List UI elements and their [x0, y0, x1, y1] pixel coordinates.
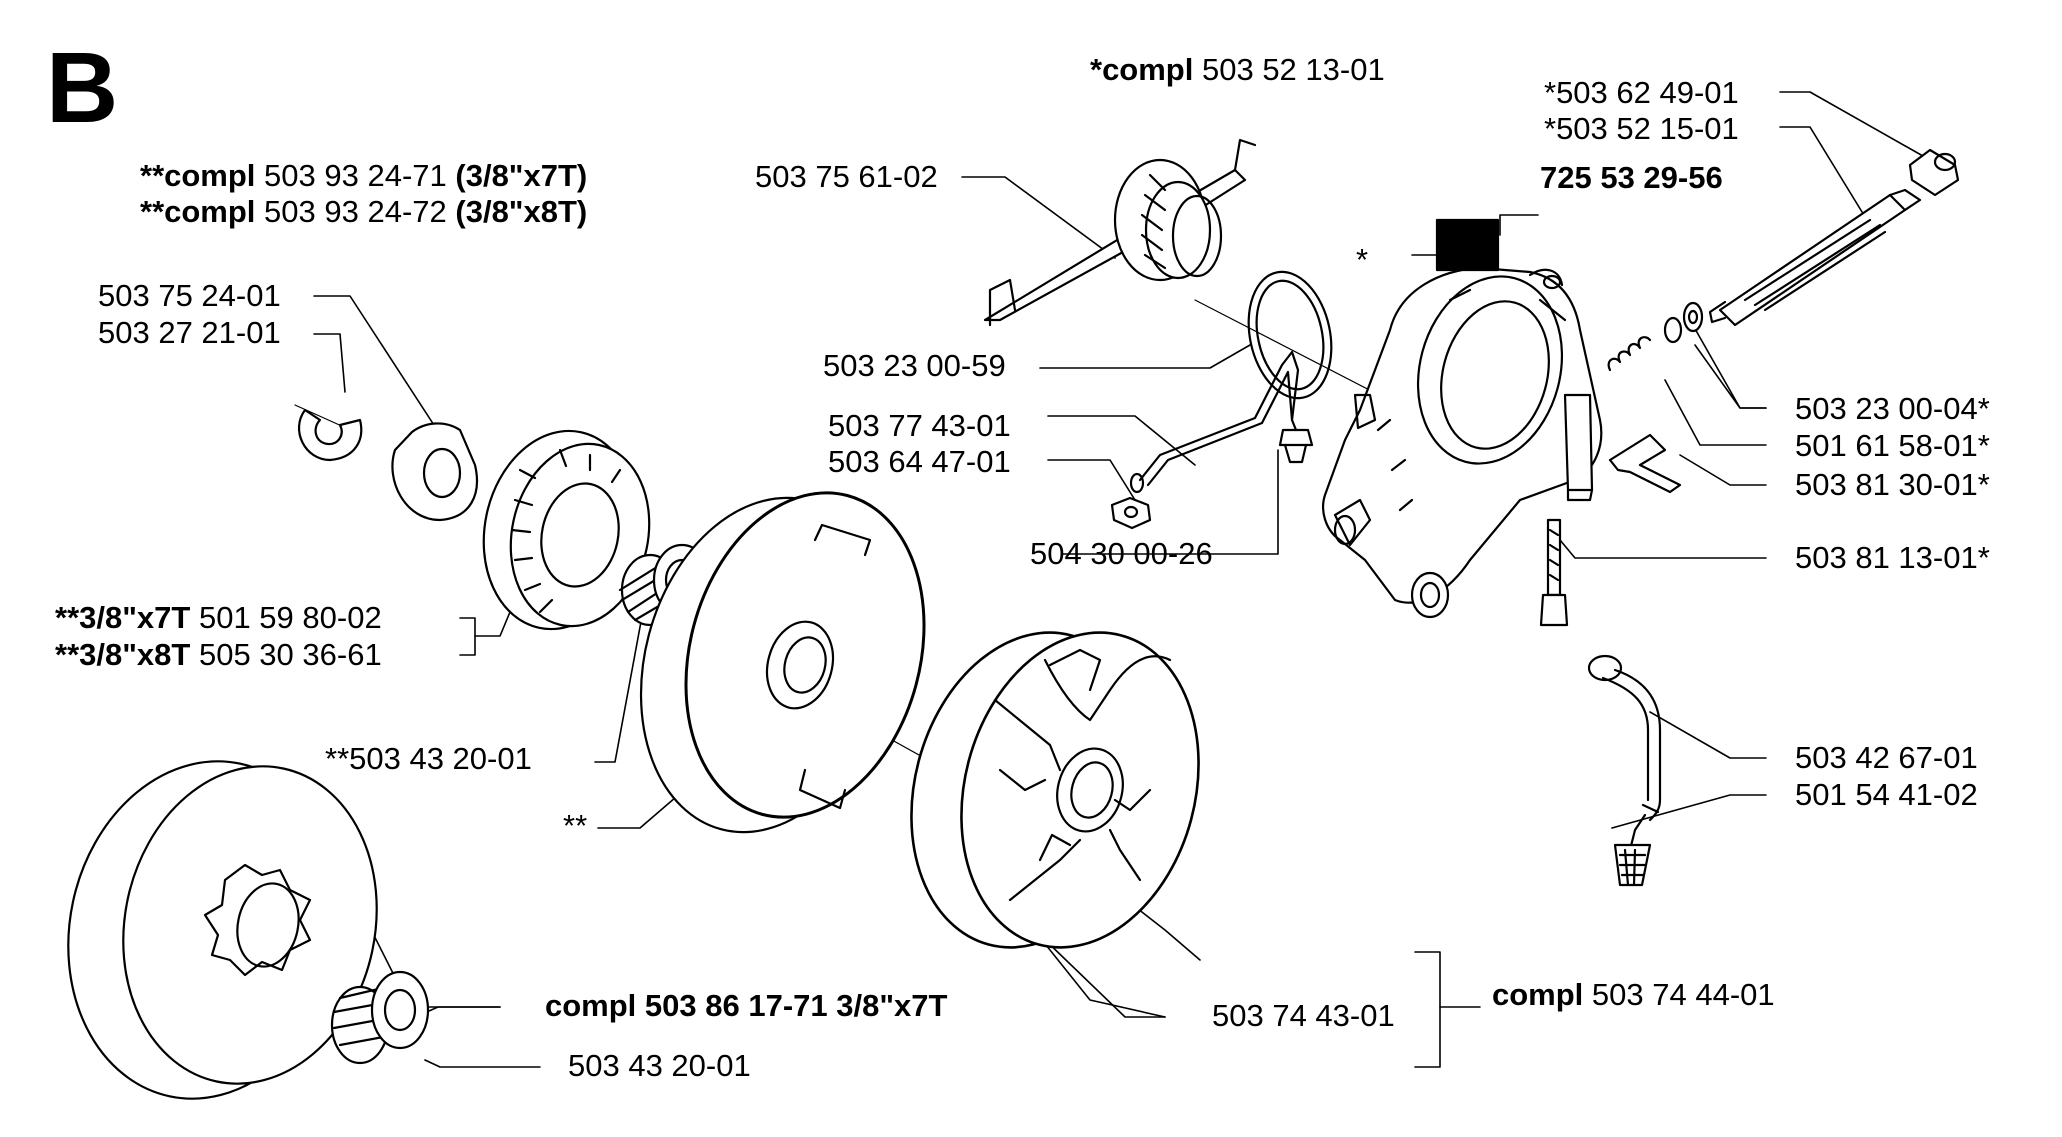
- kit-label-725-53-29-56: 725 53 29-56: [1540, 160, 1723, 195]
- flat-spring-part: [1608, 433, 1682, 494]
- part-label-503-75-61-02: 503 75 61-02: [755, 159, 938, 194]
- part-label-503-75-24-01: 503 75 24-01: [98, 278, 281, 313]
- part-label-bearing-double-star: **503 43 20-01: [325, 741, 532, 776]
- part-label-501-61-58-01: 501 61 58-01*: [1795, 428, 1990, 463]
- part-label-503-81-30-01: 503 81 30-01*: [1795, 467, 1990, 502]
- washer-part: [1663, 301, 1704, 344]
- pump-star: *: [1356, 242, 1369, 277]
- nut-part: [1110, 496, 1152, 530]
- oil-hose-part: [1587, 654, 1662, 852]
- adjusting-screw-part: [1539, 518, 1569, 627]
- drum-bearing-part: [330, 970, 430, 1065]
- spring-part: [1607, 336, 1652, 372]
- drum-double-star: **: [563, 808, 588, 843]
- bar-plate-part: [983, 138, 1257, 327]
- part-label-503-42-67-01: 503 42 67-01: [1795, 740, 1978, 775]
- section-letter: B: [46, 32, 119, 144]
- part-label-503-62-49-01: *503 62 49-01: [1544, 75, 1739, 110]
- lock-washer-part: [297, 408, 363, 462]
- part-label-503-52-15-01: *503 52 15-01: [1544, 111, 1739, 146]
- oil-filter-part: [1613, 843, 1652, 887]
- compl-clutch-label: compl 503 74 44-01: [1492, 977, 1775, 1012]
- compl-clutch-8t-label: **compl 503 93 24-72 (3/8"x8T): [140, 194, 588, 229]
- kit-marker-square: [1435, 218, 1500, 272]
- o-ring-part: [1247, 270, 1333, 400]
- part-label-501-54-41-02: 501 54 41-02: [1795, 777, 1978, 812]
- rim-7t-label: **3/8"x7T 501 59 80-02: [55, 600, 382, 635]
- nipple-part: [1278, 428, 1314, 464]
- part-label-503-77-43-01: 503 77 43-01: [828, 408, 1011, 443]
- part-label-504-30-00-26: 504 30 00-26: [1030, 536, 1213, 571]
- part-label-503-23-00-59: 503 23 00-59: [823, 348, 1006, 383]
- compl-bar-plate-label: *compl 503 52 13-01: [1090, 52, 1385, 87]
- part-label-503-43-20-01: 503 43 20-01: [568, 1048, 751, 1083]
- clutch-assembly-part: [910, 631, 1200, 949]
- clutch-drum-part: [639, 491, 926, 834]
- plunger-part: [1708, 188, 1922, 327]
- plunger-cap-part: [1908, 148, 1960, 197]
- washer-thin-part: [391, 422, 479, 522]
- part-label-503-81-13-01: 503 81 13-01*: [1795, 540, 1990, 575]
- oil-pipe-part: [1129, 350, 1302, 494]
- compl-clutch-7t-label: **compl 503 93 24-71 (3/8"x7T): [140, 158, 588, 193]
- part-label-503-27-21-01: 503 27 21-01: [98, 315, 281, 350]
- part-label-503-23-00-04: 503 23 00-04*: [1795, 391, 1990, 426]
- part-label-503-64-47-01: 503 64 47-01: [828, 444, 1011, 479]
- rim-sprocket-part: [482, 429, 651, 631]
- part-label-503-74-43-01: 503 74 43-01: [1212, 998, 1395, 1033]
- spur-drum-part: [67, 760, 378, 1100]
- rim-8t-label: **3/8"x8T 505 30 36-61: [55, 637, 382, 672]
- compl-drum-label: compl 503 86 17-71 3/8"x7T: [545, 988, 948, 1023]
